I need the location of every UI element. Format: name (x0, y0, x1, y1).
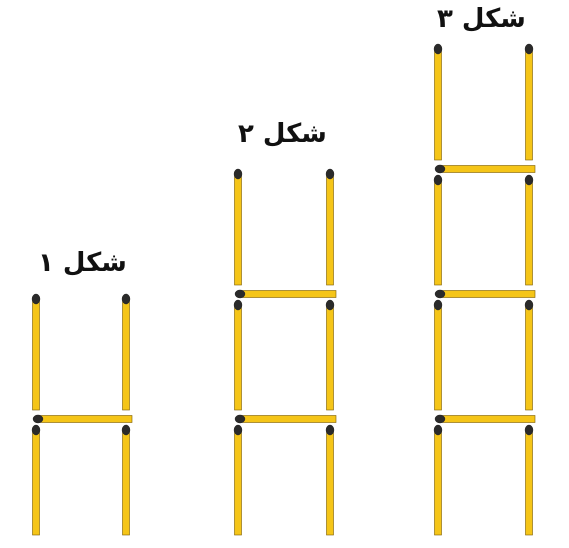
matchstick-vertical (524, 424, 534, 536)
matchstick-vertical (31, 293, 41, 411)
matchstick-vertical (524, 299, 534, 411)
figure-3-label: شکل ۳ (437, 4, 526, 34)
matchstick-horizontal (434, 289, 536, 299)
figure-1-label: شکل ۱ (38, 248, 127, 278)
matchstick-vertical (121, 293, 131, 411)
matchstick-vertical (524, 43, 534, 161)
matchstick-horizontal (234, 289, 337, 299)
matchstick-vertical (121, 424, 131, 536)
matchstick-vertical (325, 424, 335, 536)
matchstick-vertical (325, 299, 335, 411)
matchstick-vertical (233, 299, 243, 411)
matchstick-horizontal (434, 164, 536, 174)
matchstick-vertical (31, 424, 41, 536)
matchstick-vertical (433, 174, 443, 286)
matchstick-vertical (325, 168, 335, 286)
matchstick-vertical (233, 424, 243, 536)
matchstick-vertical (433, 299, 443, 411)
matchstick-vertical (233, 168, 243, 286)
matchstick-vertical (524, 174, 534, 286)
figure-2-label: شکل ۲ (238, 119, 327, 149)
matchstick-vertical (433, 424, 443, 536)
matchstick-vertical (433, 43, 443, 161)
matchstick-horizontal (434, 414, 536, 424)
matchstick-horizontal (234, 414, 337, 424)
matchstick-horizontal (32, 414, 133, 424)
